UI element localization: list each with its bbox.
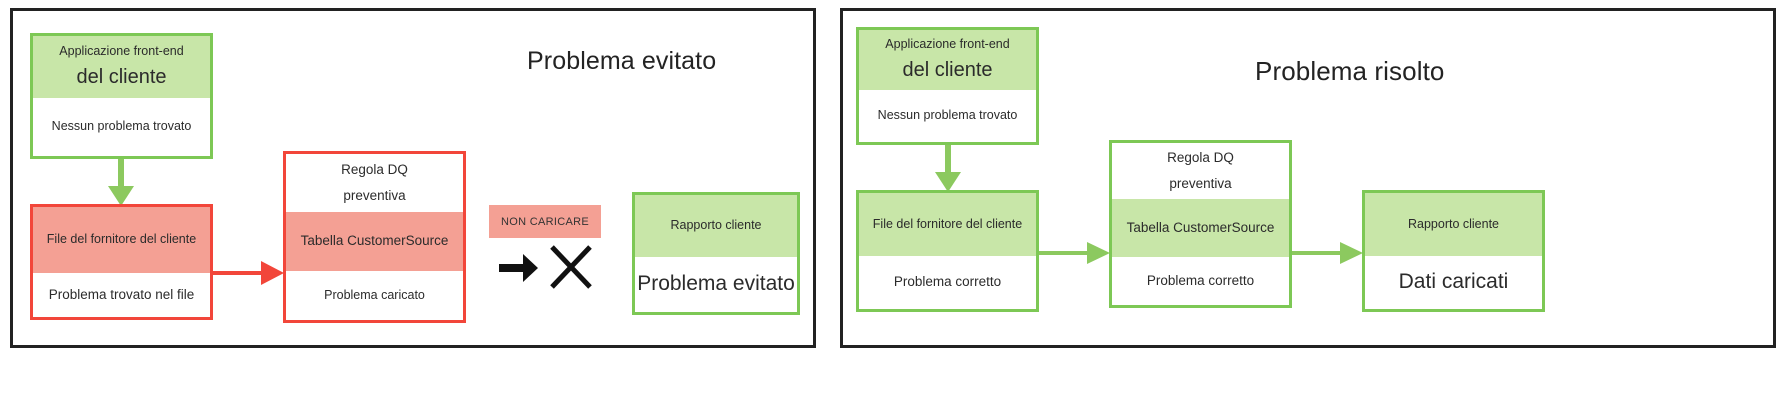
right-connector-table-to-report (1292, 239, 1364, 267)
left-connector-file-to-table (213, 258, 285, 288)
right-supplier-file-top-label: File del fornitore del cliente (872, 216, 1023, 231)
right-customer-report-top-label: Rapporto cliente (1407, 216, 1500, 231)
left-front-end-app-main-label: del cliente (76, 66, 167, 89)
right-supplier-file-status: Problema corretto (893, 274, 1002, 290)
left-node-supplier-file: File del fornitore del cliente Problema … (30, 204, 213, 320)
right-node-supplier-file: File del fornitore del cliente Problema … (856, 190, 1039, 312)
left-node-dq-rule-table: Regola DQ preventiva Tabella CustomerSou… (283, 151, 466, 323)
left-front-end-app-status: Nessun problema trovato (51, 119, 192, 134)
right-arrow-icon (496, 245, 542, 291)
right-dq-rule-status: Problema corretto (1146, 272, 1255, 288)
right-dq-rule-main-label: Tabella CustomerSource (1126, 219, 1275, 235)
right-connector-app-to-file (931, 145, 965, 193)
left-front-end-app-top-label: Applicazione front-end (59, 43, 184, 58)
right-dq-rule-top-label: Regola DQ (1167, 149, 1234, 165)
non-caricare-badge: NON CARICARE (489, 205, 601, 238)
left-supplier-file-top-label: File del fornitore del cliente (46, 232, 197, 247)
left-node-front-end-app: Applicazione front-end del cliente Nessu… (30, 33, 213, 159)
right-node-front-end-app: Applicazione front-end del cliente Nessu… (856, 27, 1039, 145)
left-dq-rule-top-label-2: preventiva (343, 187, 406, 203)
right-dq-rule-top-label-2: preventiva (1169, 175, 1232, 191)
left-supplier-file-status: Problema trovato nel file (48, 286, 195, 302)
left-dq-rule-top-label: Regola DQ (341, 161, 408, 177)
left-connector-app-to-file (104, 159, 138, 207)
right-node-dq-rule-table: Regola DQ preventiva Tabella CustomerSou… (1109, 140, 1292, 308)
left-node-customer-report: Rapporto cliente Problema evitato (632, 192, 800, 315)
cross-x-icon (546, 241, 596, 293)
right-connector-file-to-table (1039, 239, 1111, 267)
left-customer-report-top-label: Rapporto cliente (670, 218, 762, 233)
left-customer-report-status: Problema evitato (637, 272, 795, 296)
right-front-end-app-status: Nessun problema trovato (877, 108, 1018, 123)
panel-left-title: Problema evitato (527, 47, 717, 75)
panel-right-title: Problema risolto (1255, 56, 1445, 86)
right-front-end-app-main-label: del cliente (902, 59, 993, 82)
right-front-end-app-top-label: Applicazione front-end (885, 36, 1010, 51)
right-customer-report-status: Dati caricati (1398, 270, 1509, 294)
left-dq-rule-main-label: Tabella CustomerSource (300, 233, 449, 249)
right-node-customer-report: Rapporto cliente Dati caricati (1362, 190, 1545, 312)
left-dq-rule-status: Problema caricato (324, 287, 425, 302)
